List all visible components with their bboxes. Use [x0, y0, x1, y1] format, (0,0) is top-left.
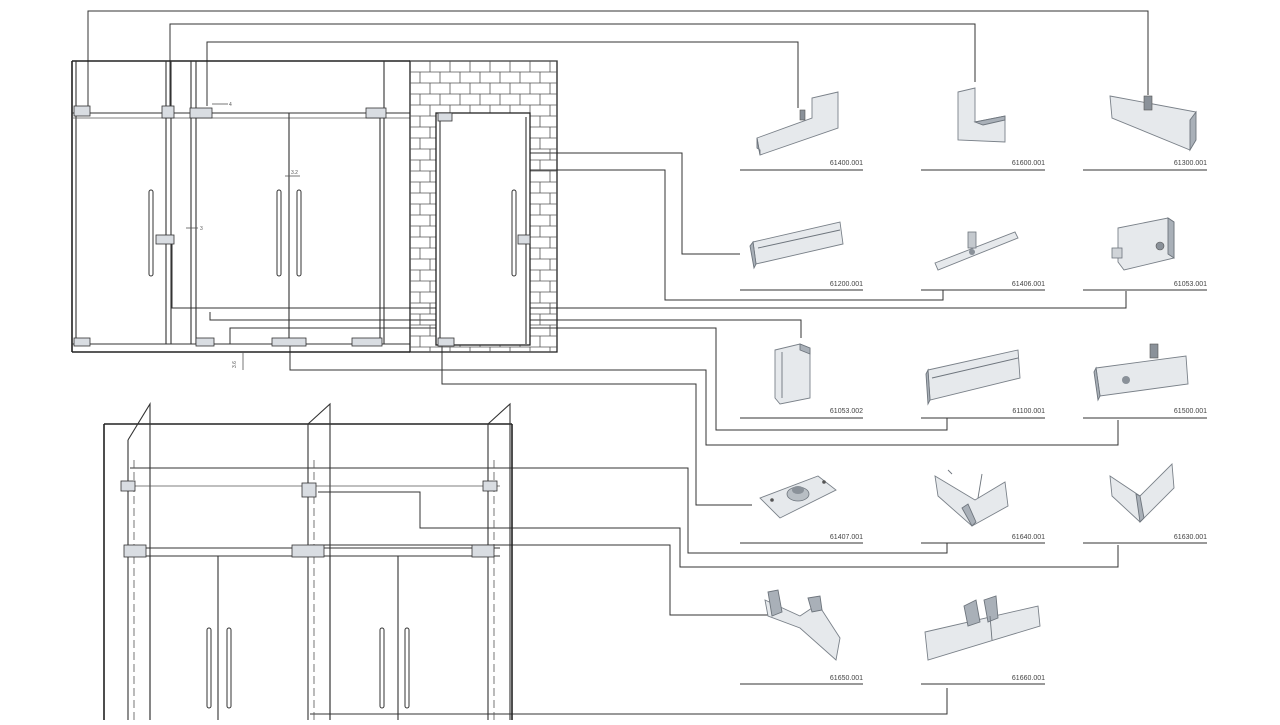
product-61600-001[interactable]: 61600.001 [921, 87, 1045, 171]
dimension-label-4: 3.6 [232, 361, 238, 368]
product-code-61650-001: 61650.001 [830, 675, 863, 682]
connector-61406-b [444, 169, 944, 301]
t-connector-icon [934, 469, 1009, 527]
product-code-61640-001: 61640.001 [1012, 534, 1045, 541]
connector-61100 [229, 327, 948, 431]
connector-61640 [130, 467, 948, 554]
product-code-61660-001: 61660.001 [1012, 675, 1045, 682]
product-61650-001[interactable]: 61650.001 [740, 589, 863, 685]
product-catalog: 61400.001 61600.001 61300.001 [740, 87, 1207, 685]
pivot-pin-plate-icon [934, 231, 1019, 271]
brick-wall [409, 60, 558, 353]
product-code-61200-001: 61200.001 [830, 281, 863, 288]
product-61400-001[interactable]: 61400.001 [740, 91, 863, 171]
bottom-patch-fitting-icon [749, 221, 844, 270]
connector-lines [87, 10, 1149, 715]
dimension-label-2: 3.2 [291, 170, 298, 176]
top-patch-with-pivot-icon [1109, 95, 1197, 152]
floor-pivot-plate-icon [759, 475, 837, 519]
product-61630-001[interactable]: 61630.001 [1083, 462, 1207, 544]
product-code-61407-001: 61407.001 [830, 534, 863, 541]
strike-box-icon [774, 343, 811, 405]
product-61200-001[interactable]: 61200.001 [740, 221, 863, 291]
product-61407-001[interactable]: 61407.001 [740, 475, 863, 544]
connector-61600 [169, 23, 976, 106]
connector-61630 [318, 491, 1119, 568]
over-panel-double-icon [924, 595, 1041, 661]
product-code-61053-002: 61053.002 [830, 408, 863, 415]
connector-61053-001 [171, 240, 1127, 309]
product-code-61100-001: 61100.001 [1012, 408, 1045, 415]
connector-61407 [441, 345, 752, 506]
perspective-drawing [103, 402, 513, 720]
product-61100-001[interactable]: 61100.001 [921, 349, 1045, 419]
product-code-61406-001: 61406.001 [1012, 281, 1045, 288]
connector-61500 [289, 345, 1119, 446]
patch-lock-icon [1111, 217, 1175, 271]
l-corner-patch-fitting-icon [756, 91, 839, 156]
product-code-61300-001: 61300.001 [1174, 160, 1207, 167]
over-panel-corner-icon [764, 589, 841, 661]
product-code-61500-001: 61500.001 [1174, 408, 1207, 415]
front-elevation-drawing: 4 3.2 3 3.6 [71, 60, 410, 370]
corner-connector-icon [1109, 462, 1175, 523]
dimension-label-3: 3 [200, 226, 203, 232]
product-code-61400-001: 61400.001 [830, 160, 863, 167]
dimension-label-1: 4 [229, 102, 232, 108]
product-61660-001[interactable]: 61660.001 [921, 595, 1045, 685]
connector-61400 [206, 41, 799, 108]
product-61053-002[interactable]: 61053.002 [740, 343, 863, 419]
connector-61660 [310, 688, 948, 715]
product-61053-001[interactable]: 61053.001 [1083, 217, 1207, 291]
product-code-61053-001: 61053.001 [1174, 281, 1207, 288]
product-code-61600-001: 61600.001 [1012, 160, 1045, 167]
product-61300-001[interactable]: 61300.001 [1083, 95, 1207, 171]
product-61406-001[interactable]: 61406.001 [921, 231, 1045, 291]
connector-61300 [87, 10, 1149, 113]
product-61640-001[interactable]: 61640.001 [921, 469, 1045, 544]
lock-patch-with-pivot-icon [1093, 343, 1189, 402]
product-code-61630-001: 61630.001 [1174, 534, 1207, 541]
long-patch-fitting-icon [925, 349, 1021, 406]
l-bracket-fitting-icon [957, 87, 1006, 143]
product-61500-001[interactable]: 61500.001 [1083, 343, 1207, 419]
